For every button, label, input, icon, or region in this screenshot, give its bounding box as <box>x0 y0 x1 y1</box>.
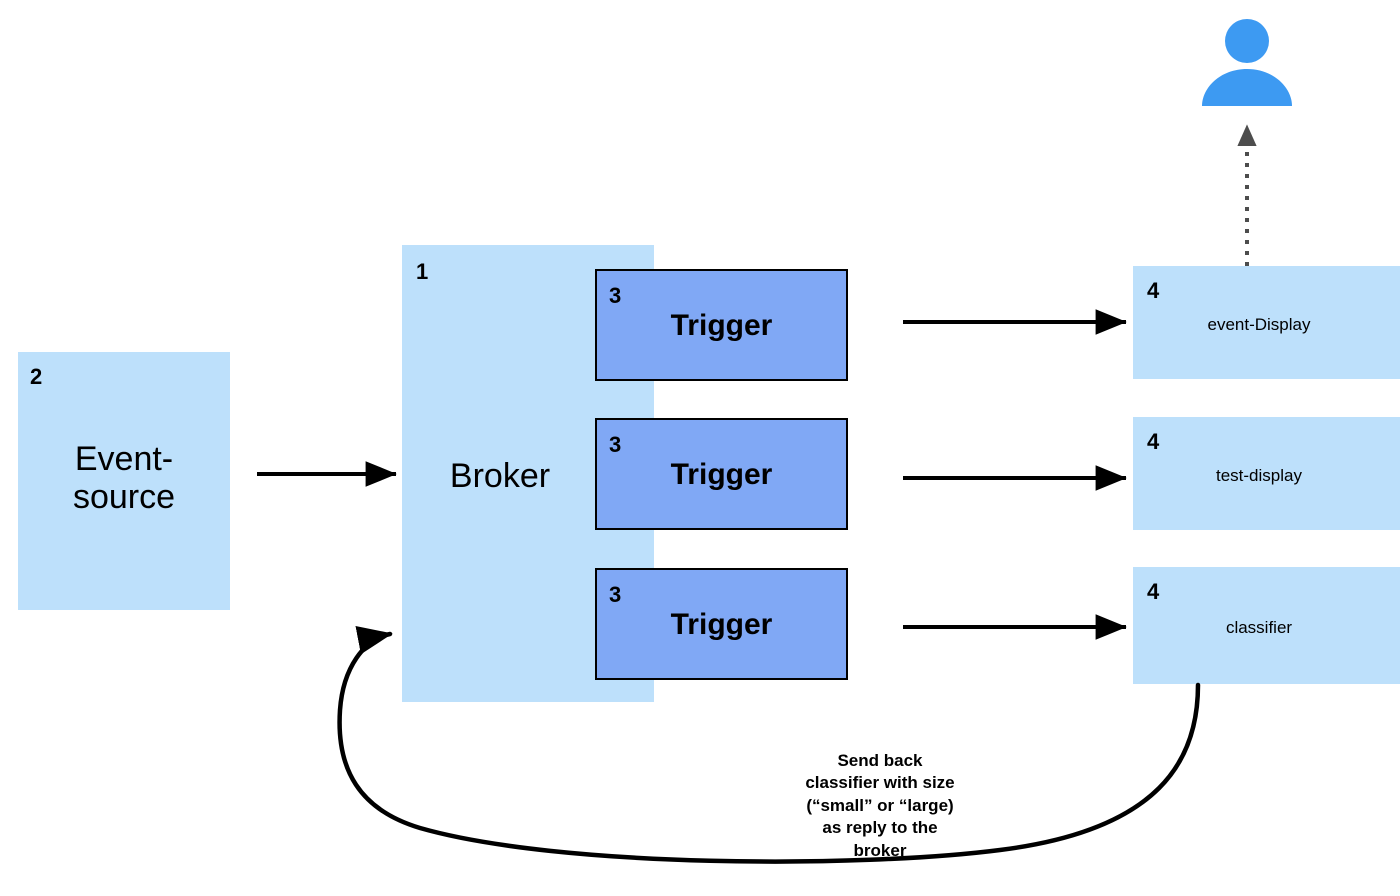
node-label-trigger-3: Trigger <box>670 608 773 641</box>
node-index-event-display: 4 <box>1147 278 1160 303</box>
node-classifier[interactable]: 4 classifier <box>1133 567 1400 684</box>
node-index-event-source: 2 <box>30 364 43 389</box>
node-index-broker: 1 <box>416 259 429 284</box>
node-index-trigger-3: 3 <box>609 582 622 607</box>
node-label-classifier: classifier <box>1225 618 1293 637</box>
node-label-trigger-1: Trigger <box>670 309 773 342</box>
node-label-broker: Broker <box>449 457 551 495</box>
node-trigger-2[interactable]: 3 Trigger <box>595 418 848 530</box>
node-event-display[interactable]: 4 event-Display <box>1133 266 1400 379</box>
feedback-caption: Send back classifier with size (“small” … <box>805 751 955 860</box>
node-index-trigger-2: 3 <box>609 432 622 457</box>
node-label-test-display: test-display <box>1216 466 1302 485</box>
node-label-event-source: Event- source <box>72 440 176 517</box>
node-trigger-3[interactable]: 3 Trigger <box>595 568 848 680</box>
node-index-test-display: 4 <box>1147 429 1160 454</box>
node-index-trigger-1: 3 <box>609 283 622 308</box>
user-icon <box>1202 19 1292 106</box>
node-index-classifier: 4 <box>1147 579 1160 604</box>
node-trigger-1[interactable]: 3 Trigger <box>595 269 848 381</box>
node-test-display[interactable]: 4 test-display <box>1133 417 1400 530</box>
node-label-event-display: event-Display <box>1207 315 1311 334</box>
node-label-trigger-2: Trigger <box>670 458 773 491</box>
node-event-source[interactable]: 2 Event- source <box>18 352 230 610</box>
